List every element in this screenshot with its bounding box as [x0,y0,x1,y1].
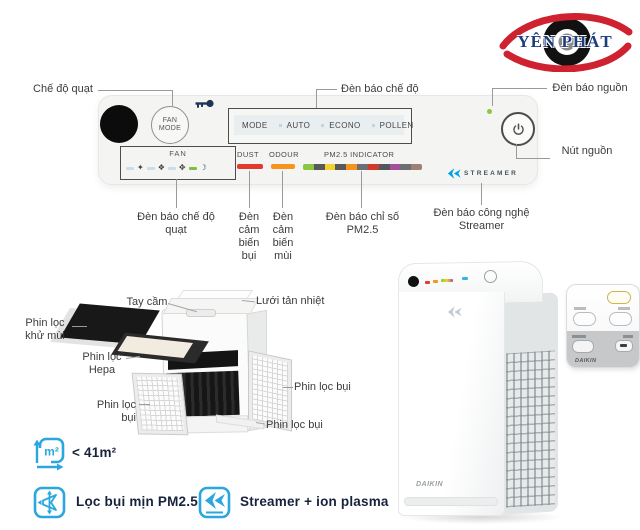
annotation-power-button: Nút nguồn [561,145,613,157]
purifier-side-vents [506,350,555,508]
odour-sensor-bar [271,164,295,169]
label-dust-filter-right: Phin lọc bụi [294,381,351,393]
sensor-window [100,105,138,143]
power-led [487,109,492,114]
purifier-led-blue [462,277,468,280]
purifier-led-orange [433,280,438,283]
remote-button-left[interactable] [573,312,596,326]
remote-button-mode[interactable] [572,340,594,353]
purifier-bottom-recess [404,497,498,506]
remote-button-fan[interactable] [615,340,633,352]
label-dust-filter-left: Phin lọc bụi [96,399,136,424]
child-lock-key-icon [195,99,214,108]
annotation-dust-sensor: Đèn cảm biến bụi [238,211,260,262]
purifier-power-button[interactable] [484,270,497,283]
mode-option-pollen: POLLEN [379,120,414,130]
remote-control: DAIKIN [566,284,640,368]
area-coverage-icon: m² [33,437,65,471]
pollen-led [371,123,375,127]
dust-label: DUST [237,150,260,159]
label-deodor-filter: Phin lọc khử mùi [25,317,65,342]
remote-label-bar-1 [574,307,586,310]
purifier-streamer-mark [448,306,462,318]
label-hepa-filter: Phin lọc Hepa [82,351,122,376]
fan-indicator-row: ✦❖✥☽ [126,161,232,175]
streamer-led-logo: STREAMER [446,167,518,180]
purifier-led-multi [441,279,453,282]
streamer-chevron-icon [447,168,461,179]
yen-phat-logo: YÊN PHÁT [497,10,633,73]
pm25-filter-icon [33,486,66,519]
eye-logo-icon [499,13,633,73]
handle-recess [186,309,216,317]
remote-brand-text: DAIKIN [575,358,597,364]
remote-power-button[interactable] [607,291,631,304]
annotation-odour-sensor: Đèn cảm biến mùi [272,211,294,262]
odour-label: ODOUR [269,150,299,159]
auto-led [278,123,282,127]
fan-indicator-box: FAN ✦❖✥☽ [120,146,236,180]
power-icon [512,122,524,135]
purifier-brand-text: DAIKIN [416,481,444,488]
svg-text:m²: m² [44,445,59,459]
label-handle: Tay cầm [126,296,168,308]
mode-option-auto: AUTO [286,120,311,130]
purifier-front [398,292,505,516]
pm25-indicator-label: PM2.5 INDICATOR [324,150,395,159]
purifier-led-red [425,281,430,284]
remote-lower-panel: DAIKIN [567,331,639,367]
label-dust-filter-bottom: Phin lọc bụi [266,419,323,431]
fan-mode-label-1: FAN [162,117,178,124]
streamer-label: STREAMER [464,170,519,177]
fan-mode-button[interactable]: FAN MODE [151,106,189,144]
streamer-feature-icon [198,486,231,519]
mode-indicator-strip: MODE AUTO ECONO POLLEN [234,115,413,135]
feature-pm25-text: Lọc bụi mịn PM2.5 [76,494,198,509]
mode-label: MODE [242,120,268,130]
annotation-streamer-led: Đèn báo công nghệ Streamer [433,207,530,232]
annotation-fan-mode: Chế độ quạt [33,83,93,95]
feature-area-text: < 41m² [72,445,117,460]
logo-text: YÊN PHÁT [517,32,613,51]
remote-label-bar-2 [618,307,630,310]
mode-option-econo: ECONO [329,120,361,130]
fan-mode-label-2: MODE [158,125,182,132]
annotation-fan-leds: Đèn báo chế độ quạt [137,211,215,236]
dust-sensor-bar [237,164,263,169]
power-button[interactable] [501,112,535,146]
annotation-pm25-led: Đèn báo chỉ số PM2.5 [325,211,400,236]
remote-label-bar-4 [623,335,633,338]
annotation-power-led: Đèn báo nguồn [552,82,628,94]
pm25-indicator-bar [303,164,422,170]
label-heat-grille: Lưới tản nhiệt [256,295,325,307]
feature-streamer-text: Streamer + ion plasma [240,494,389,509]
annotation-mode-leds: Đèn báo chế độ [341,83,419,95]
fan-label: FAN [169,149,187,158]
econo-led [321,123,325,127]
remote-label-bar-3 [572,335,586,338]
remote-button-right[interactable] [609,312,632,326]
